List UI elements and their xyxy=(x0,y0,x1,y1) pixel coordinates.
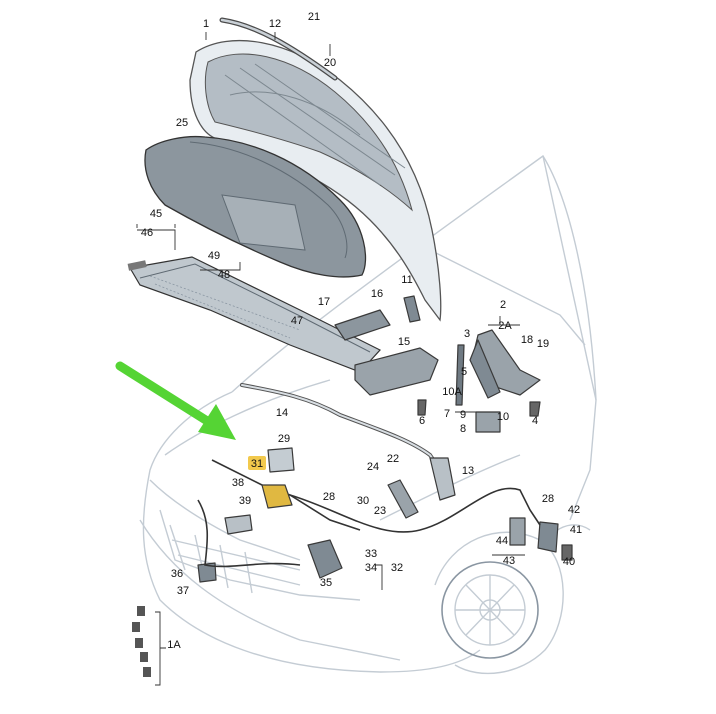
callout-label-c12: 12 xyxy=(269,18,281,30)
callout-label-c35: 35 xyxy=(320,577,332,589)
callout-label-c30: 30 xyxy=(357,495,369,507)
callout-label-c6: 6 xyxy=(419,415,425,427)
callout-label-c21: 21 xyxy=(308,11,320,23)
callout-label-c29: 29 xyxy=(278,433,290,445)
callout-label-c36: 36 xyxy=(171,568,183,580)
callout-label-c10A: 10A xyxy=(442,386,462,398)
fastener-group-1A xyxy=(132,606,166,686)
callout-label-c45: 45 xyxy=(150,208,162,220)
callout-label-c11: 11 xyxy=(401,274,412,286)
leader-lines xyxy=(136,32,525,590)
callout-label-c9: 9 xyxy=(460,409,466,421)
callout-label-c2A: 2A xyxy=(498,320,512,332)
callout-label-c18: 18 xyxy=(521,334,533,346)
callout-label-c7: 7 xyxy=(444,408,450,420)
callout-label-c43: 43 xyxy=(503,555,515,567)
plenum-panel-cover xyxy=(127,256,381,373)
callout-label-c8: 8 xyxy=(460,423,466,435)
callout-label-c20: 20 xyxy=(324,57,336,69)
green-pointer-arrow xyxy=(115,361,236,440)
callout-label-c13: 13 xyxy=(462,465,474,477)
callout-label-c5: 5 xyxy=(461,366,467,378)
callout-31-label: 31 xyxy=(251,458,263,470)
callout-label-c23: 23 xyxy=(374,505,386,517)
callout-label-c49: 49 xyxy=(208,250,220,262)
hood-hinge-assembly xyxy=(197,295,573,583)
callout-label-c38: 38 xyxy=(232,477,244,489)
callout-label-c19: 19 xyxy=(537,338,549,350)
callout-label-c28b: 28 xyxy=(542,493,554,505)
callout-label-c32: 32 xyxy=(391,562,403,574)
callout-label-c47: 47 xyxy=(291,315,303,327)
hood-seal-strip xyxy=(219,17,338,81)
callout-label-c2: 2 xyxy=(500,299,506,311)
callout-label-c1: 1 xyxy=(203,18,209,30)
callout-31-highlight: 31 xyxy=(248,456,266,470)
callout-label-c16: 16 xyxy=(371,288,383,300)
hood-insulation-pad xyxy=(144,135,367,278)
callout-label-c41: 41 xyxy=(570,524,582,536)
callout-label-c44: 44 xyxy=(496,535,508,547)
callout-label-c3: 3 xyxy=(464,328,470,340)
car-body-outline xyxy=(139,154,597,675)
callout-label-c22: 22 xyxy=(387,453,399,465)
callout-label-c10: 10 xyxy=(497,411,509,423)
callout-label-c24: 24 xyxy=(367,461,379,473)
callout-label-c48: 48 xyxy=(218,269,230,281)
callout-label-c15: 15 xyxy=(398,336,410,348)
callout-label-c34: 34 xyxy=(365,562,377,574)
callout-label-c40: 40 xyxy=(563,556,575,568)
callout-label-c37: 37 xyxy=(177,585,189,597)
hood-release-cable xyxy=(197,459,541,568)
callout-label-c14: 14 xyxy=(276,407,288,419)
callout-label-c39: 39 xyxy=(239,495,251,507)
callout-label-c42: 42 xyxy=(568,504,580,516)
callout-label-c33: 33 xyxy=(365,548,377,560)
callout-label-c4: 4 xyxy=(532,415,538,427)
callout-label-c25: 25 xyxy=(176,117,188,129)
callout-label-c1A: 1A xyxy=(167,639,181,651)
callout-label-c17: 17 xyxy=(318,296,330,308)
callout-label-c46: 46 xyxy=(141,227,153,239)
callout-label-c28a: 28 xyxy=(323,491,335,503)
